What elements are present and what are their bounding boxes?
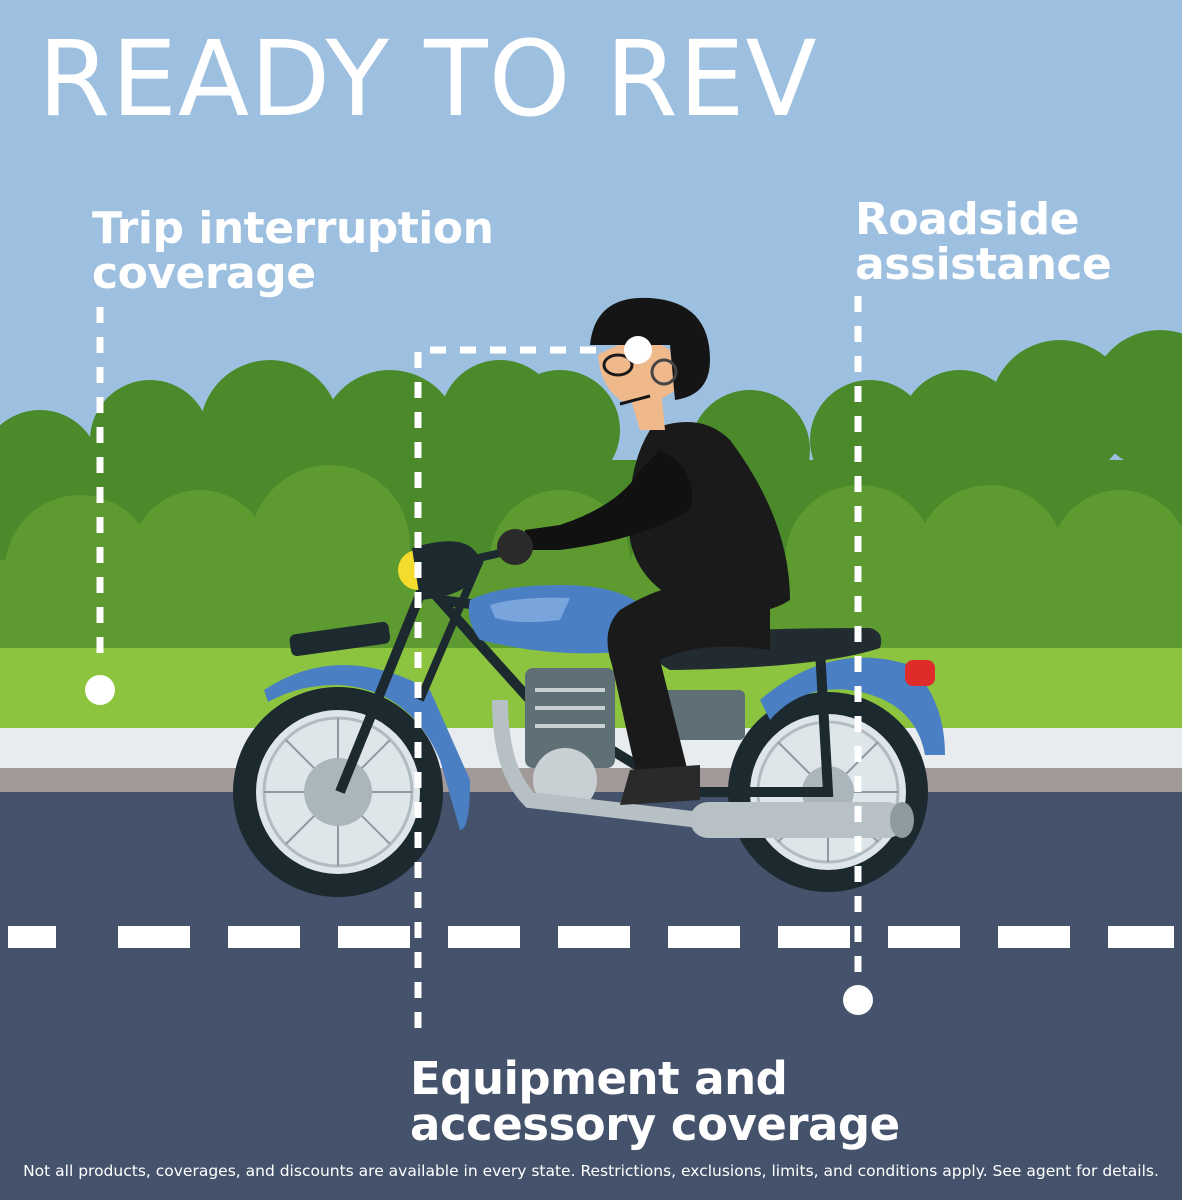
callout-line: coverage [92, 247, 316, 299]
lane-markings [8, 926, 1174, 948]
callout-trip-interruption: Trip interruption coverage [92, 203, 494, 299]
disclaimer: Not all products, coverages, and discoun… [23, 1162, 1159, 1180]
rider [497, 297, 790, 805]
callout-equipment-coverage: Equipment and accessory coverage [410, 1056, 900, 1148]
motorcycle [233, 541, 945, 897]
callout-line: Equipment and [410, 1052, 788, 1105]
callout-leaders [96, 296, 862, 1028]
front-wheel [233, 687, 443, 897]
headline: READY TO REV [38, 18, 818, 140]
callout-dots [85, 336, 873, 1015]
callout-line: accessory coverage [410, 1097, 900, 1151]
equipment-leader [414, 346, 598, 1028]
callout-line: Trip interruption [92, 203, 494, 254]
callout-line: assistance [855, 238, 1112, 290]
callout-roadside-assistance: Roadside assistance [855, 194, 1112, 290]
road [0, 792, 1182, 1200]
callout-line: Roadside [855, 194, 1079, 245]
